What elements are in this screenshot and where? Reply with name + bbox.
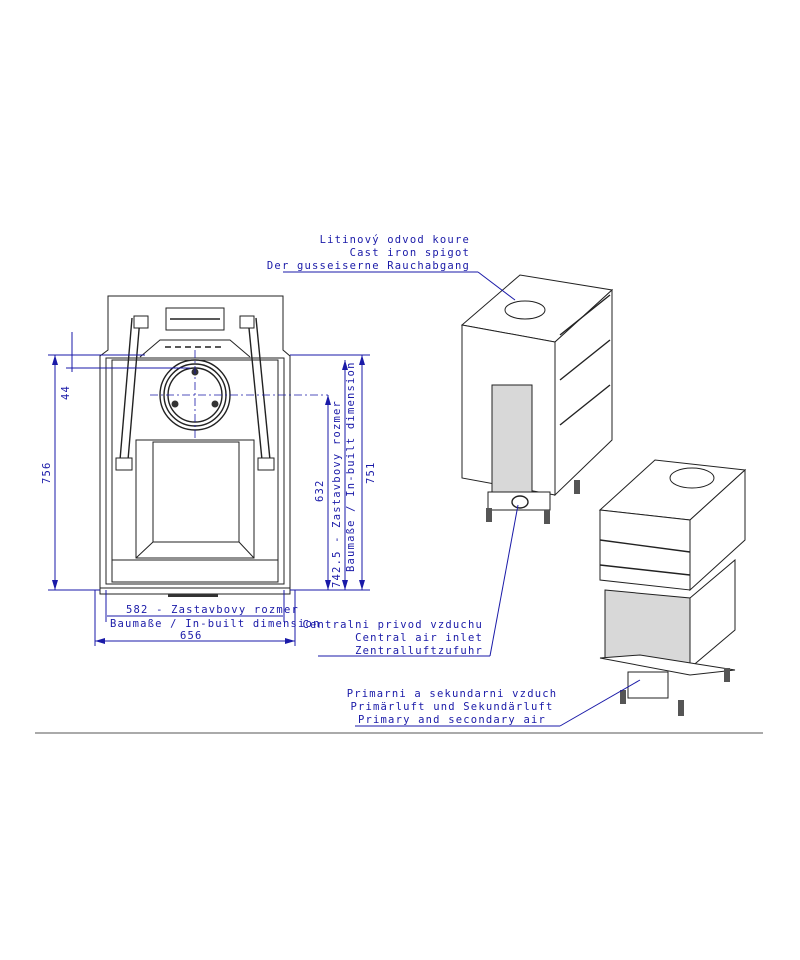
dim-inbuilt-caption-h: Baumaße / In-built dimension [110, 618, 321, 630]
iso-view-front [598, 459, 747, 716]
dimensions [48, 332, 370, 646]
front-view [99, 295, 328, 597]
dim-44: 44 [60, 385, 72, 400]
iso-view-rear [460, 274, 614, 524]
callout-central-air-cz: Centralni privod vzduchu [302, 619, 483, 631]
dim-756: 756 [41, 461, 53, 484]
dim-742-5: 742.5 - Zastavbovy rozmer [331, 400, 343, 588]
leader-lines [283, 271, 641, 727]
callout-primary-air-en: Primary and secondary air [358, 714, 546, 726]
callout-central-air-de: Zentralluftzufuhr [355, 645, 483, 657]
dim-582: 582 - Zastavbovy rozmer [126, 604, 299, 616]
callout-primary-air-cz: Primarni a sekundarni vzduch [347, 688, 558, 700]
callout-spigot-en: Cast iron spigot [350, 247, 470, 259]
callout-spigot-de: Der gusseiserne Rauchabgang [267, 260, 470, 272]
callout-central-air-en: Central air inlet [355, 632, 483, 644]
callout-primary-air-de: Primärluft und Sekundärluft [350, 701, 553, 713]
dim-inbuilt-caption-v: Baumaße / In-built dimension [345, 361, 357, 572]
callout-spigot-cz: Litinový odvod koure [320, 234, 470, 246]
dim-751: 751 [365, 461, 377, 484]
dim-632: 632 [314, 479, 326, 502]
dim-656: 656 [180, 630, 203, 642]
